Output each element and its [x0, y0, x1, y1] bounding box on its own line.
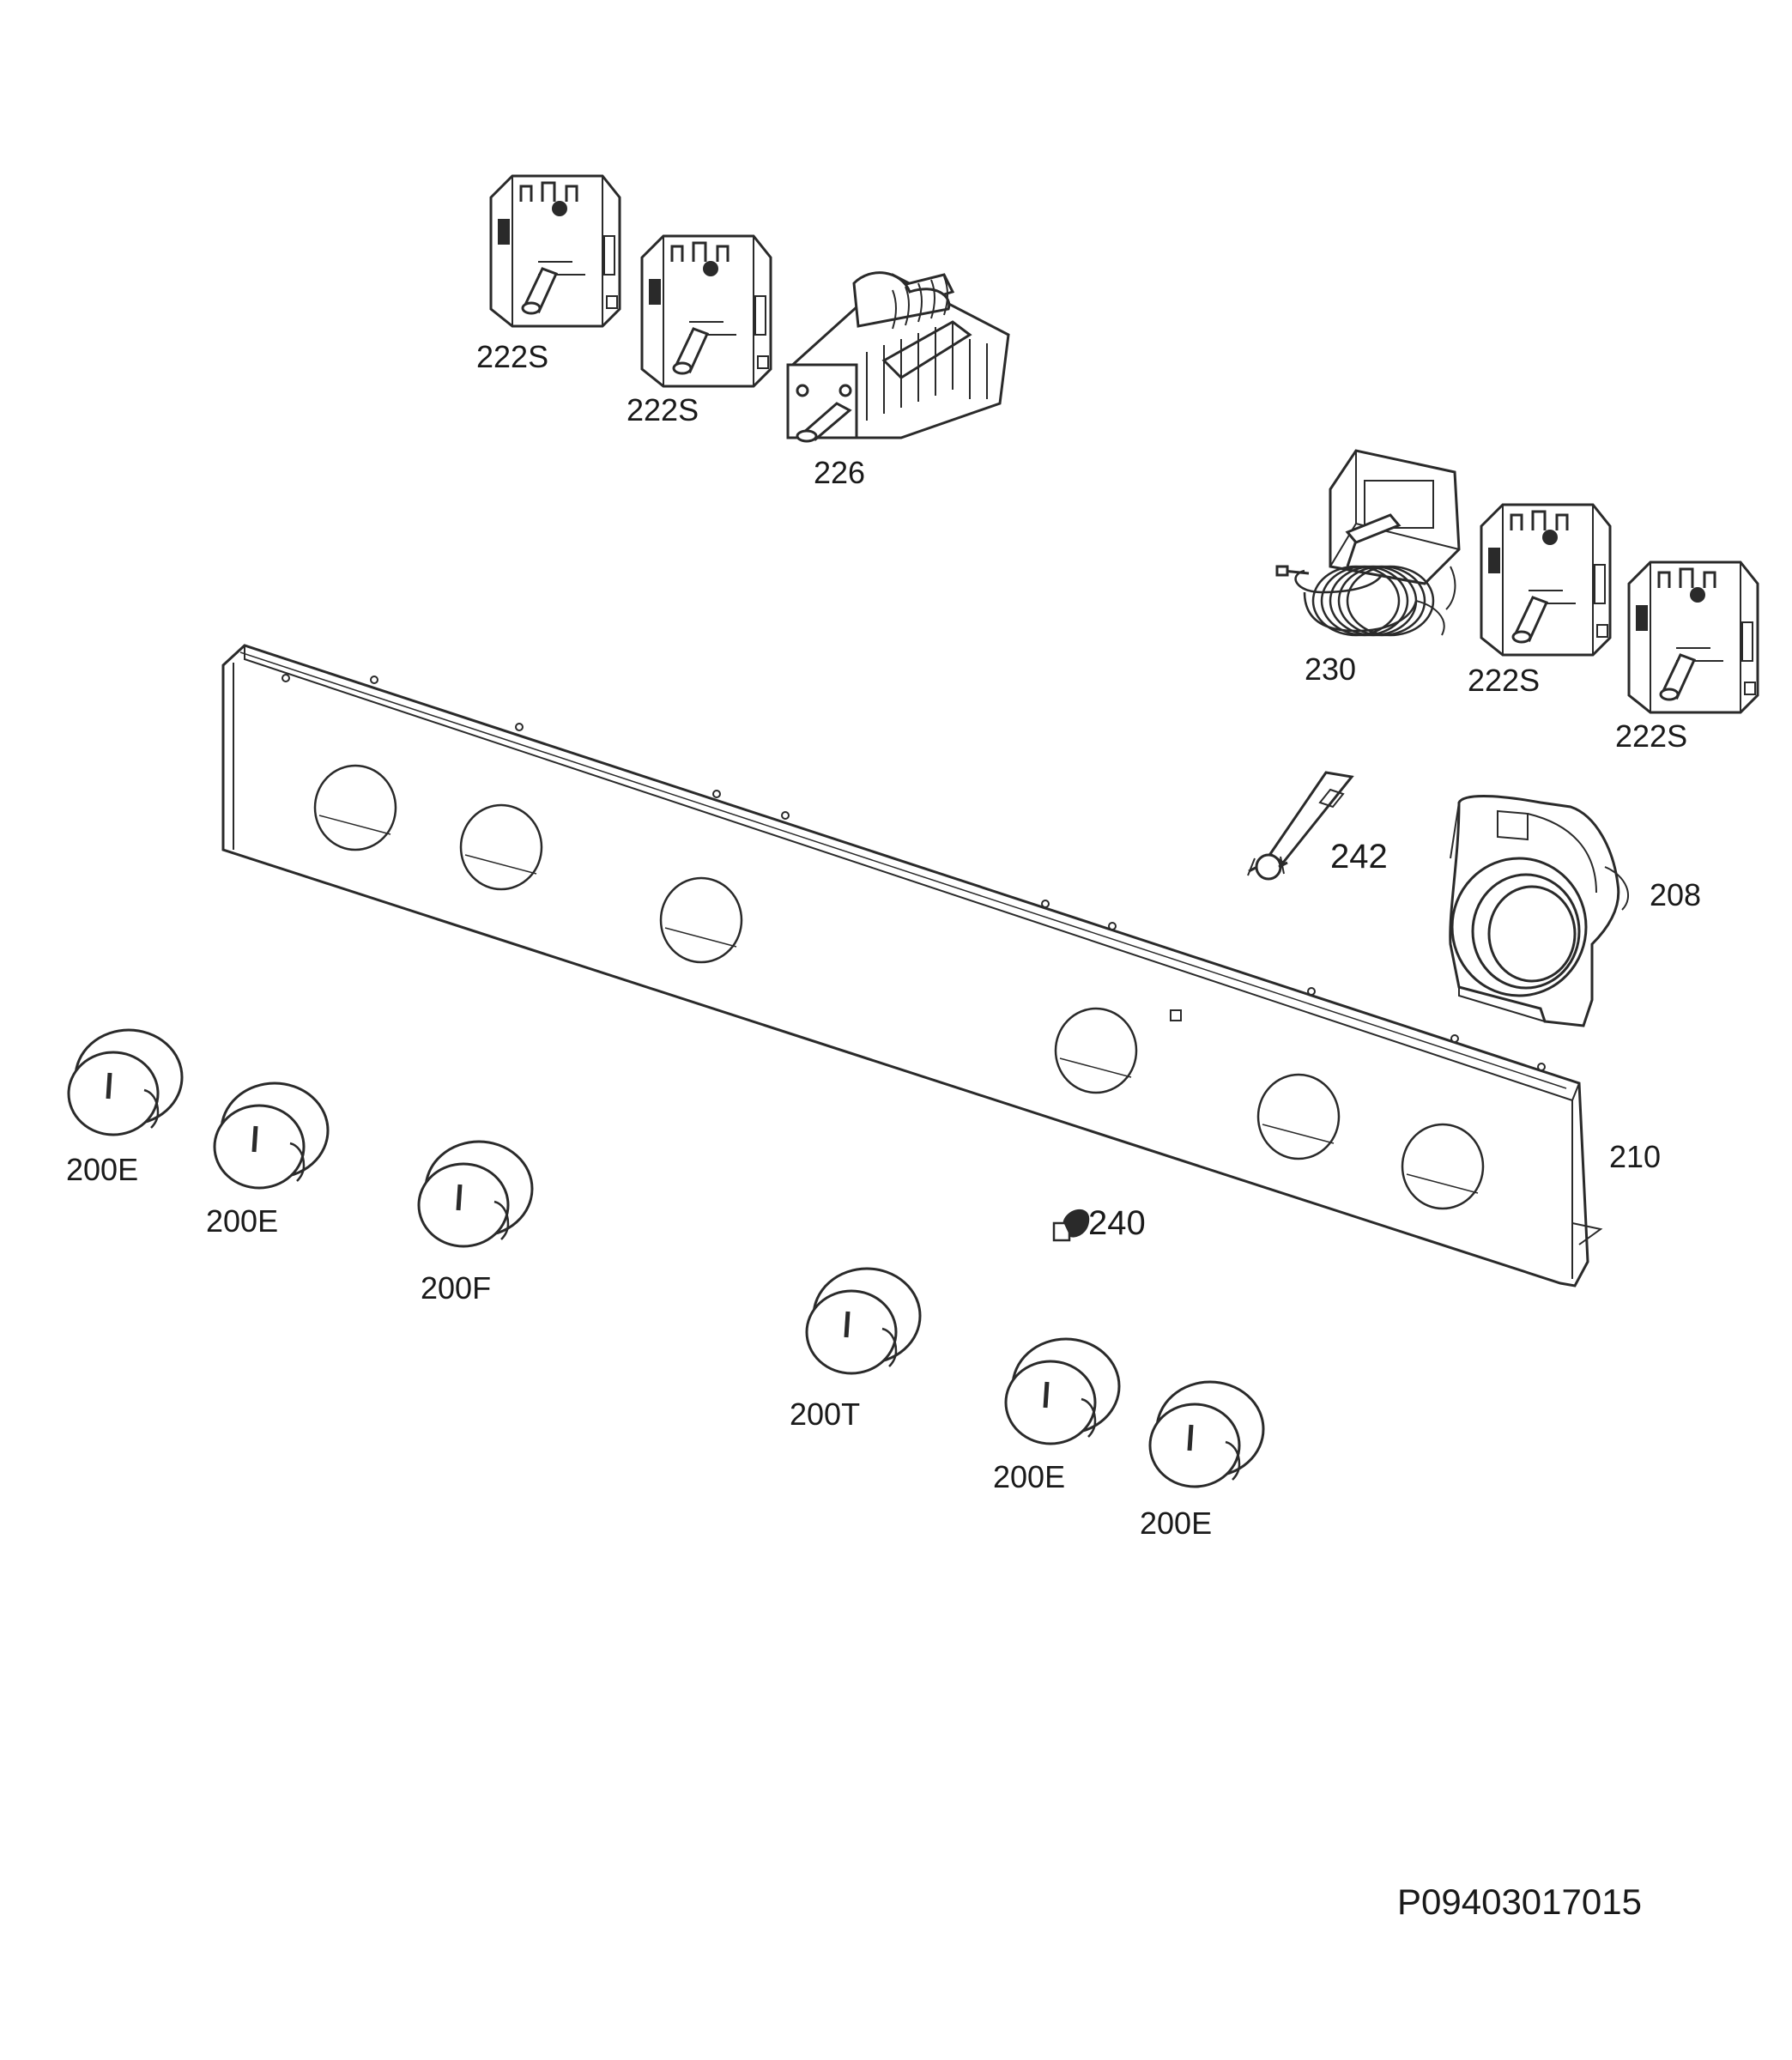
- label-222s-c: 222S: [1468, 663, 1541, 698]
- knob-200f: [419, 1142, 532, 1246]
- label-200e-d: 200E: [1140, 1506, 1213, 1541]
- label-222s-a: 222S: [476, 339, 549, 374]
- thermostat-230: [1275, 449, 1461, 637]
- igniter-242: [1247, 771, 1354, 881]
- knob-200e-a: [69, 1030, 182, 1135]
- knob-200t: [807, 1269, 920, 1373]
- label-230: 230: [1305, 651, 1357, 687]
- knob-200e-c: [1006, 1339, 1119, 1444]
- drawing-reference-number: P09403017015: [1397, 1881, 1642, 1922]
- clip-240: [1052, 1209, 1090, 1242]
- regulator-222s-c: [1480, 503, 1612, 657]
- label-208: 208: [1650, 877, 1702, 912]
- label-200e-b: 200E: [206, 1203, 279, 1239]
- label-200t: 200T: [790, 1397, 861, 1432]
- label-222s-d: 222S: [1615, 718, 1688, 754]
- label-226: 226: [814, 455, 866, 490]
- label-200e-a: 200E: [66, 1152, 139, 1187]
- label-222s-b: 222S: [627, 392, 699, 427]
- regulator-222s-b: [640, 234, 772, 388]
- label-200e-c: 200E: [993, 1459, 1066, 1494]
- selector-switch-226: [786, 271, 1010, 443]
- regulator-222s-a: [489, 174, 621, 328]
- label-210: 210: [1609, 1139, 1662, 1174]
- knob-200e-d: [1150, 1382, 1263, 1487]
- label-240: 240: [1088, 1204, 1146, 1242]
- control-panel-210: [221, 644, 1603, 1288]
- hub-208: [1449, 795, 1630, 1027]
- label-200f: 200F: [421, 1270, 492, 1306]
- label-242: 242: [1330, 838, 1388, 876]
- regulator-222s-d: [1627, 560, 1759, 714]
- knob-200e-b: [215, 1083, 328, 1188]
